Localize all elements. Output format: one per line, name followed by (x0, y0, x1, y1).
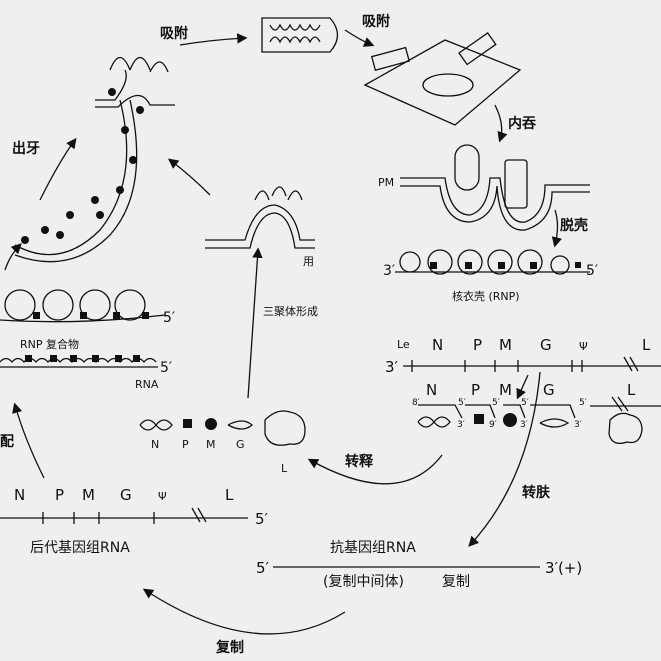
nucleus (422, 73, 474, 97)
arrow-transcription (307, 454, 443, 485)
label-rna: RNA (135, 378, 159, 391)
plasma-membrane (400, 177, 590, 223)
label-translation: 转肤 (522, 484, 551, 501)
mrna-l: L (627, 381, 636, 399)
label-budding: 出牙 (12, 140, 40, 157)
progeny-5-end: 5′ (255, 510, 269, 528)
mrna-end: 3′ (574, 420, 582, 430)
arrow-to-bud (167, 158, 211, 196)
mrna-end: 5′ (521, 398, 529, 408)
label-replication: 复制 (442, 573, 470, 590)
label-transcription: 转释 (345, 453, 374, 470)
trimer-membrane (205, 204, 315, 241)
mrna-g: G (543, 381, 555, 399)
arrow-assembly (12, 402, 45, 479)
arrow-adsorb2 (344, 29, 375, 47)
label-rnp-complex: RNP 复合物 (20, 337, 79, 351)
progeny-gene-psi: Ψ (158, 490, 167, 503)
rnp-complex-5-end: 5′ (163, 310, 175, 326)
label-nucleocapsid: 核衣壳 (RNP) (452, 289, 520, 303)
protein-p: P (182, 438, 189, 451)
mrna-end: 5′ (492, 398, 500, 408)
label-assembly: 配 (0, 434, 14, 450)
arrow-translation (468, 371, 541, 547)
label-adsorb: 吸附 (160, 25, 188, 42)
virion-top (261, 17, 339, 53)
progeny-gene-m: M (82, 486, 95, 504)
rnp-3-end: 3′ (383, 263, 395, 279)
progeny-gene-g: G (120, 486, 132, 504)
arrow-up-left (4, 243, 22, 271)
progeny-gene-p: P (55, 486, 64, 504)
nucleocapsid-rnp (395, 249, 590, 275)
label-progeny-genome: 后代基因组RNA (30, 539, 130, 556)
progeny-gene-n: N (14, 486, 25, 504)
gene-p: P (473, 336, 482, 354)
protein-m: M (206, 438, 216, 451)
gene-le: Le (397, 338, 410, 351)
gene-l: L (642, 336, 651, 354)
label-assembly-partial: 用 (303, 255, 314, 268)
label-adsorb-2: 吸附 (362, 13, 390, 30)
mrna-end: 5′ (458, 398, 466, 408)
label-replication-bottom: 复制 (215, 639, 244, 656)
protein-l: L (281, 462, 288, 475)
label-endocytosis: 内吞 (508, 115, 536, 132)
mrna-end: 9′ (489, 420, 497, 430)
label-intermediate: (复制中间体) (323, 573, 404, 590)
mrna-end: 5′ (579, 398, 587, 408)
arrow-uncoat (551, 209, 562, 248)
arrow-trimer (247, 247, 263, 399)
genome-3-end: 3′ (385, 358, 399, 376)
mrna-end: 8′ (412, 398, 420, 408)
mrna-n: N (426, 381, 437, 399)
arrow-budding (39, 137, 77, 201)
protein-n: N (151, 438, 159, 451)
protein-icons (139, 410, 306, 446)
antigenome-5-end: 5′ (256, 559, 270, 577)
arrow-endocytosis (494, 104, 508, 143)
arrow-replication (142, 588, 346, 635)
progeny-gene-l: L (225, 486, 234, 504)
label-uncoat: 脱壳 (560, 217, 588, 234)
mrna-p: P (471, 381, 480, 399)
label-trimer: 三聚体形成 (263, 304, 318, 318)
rna-5-end: 5′ (160, 360, 172, 376)
arrow-m-mrna (516, 374, 529, 400)
progeny-genome-line (0, 507, 248, 524)
rnp-5-end: 5′ (586, 263, 598, 279)
arrow-adsorb (179, 33, 248, 46)
gene-m: M (499, 336, 512, 354)
label-pm: PM (378, 176, 394, 189)
budding-virion (14, 56, 175, 263)
gene-psi: Ψ (579, 340, 588, 353)
rnp-complex-left (0, 289, 166, 368)
mrna-strands (417, 396, 661, 445)
host-cell (363, 39, 522, 126)
genome-line (403, 356, 661, 372)
antigenome-3-end: 3′(+) (545, 559, 582, 577)
gene-n: N (432, 336, 443, 354)
label-antigenome: 抗基因组RNA (330, 539, 416, 556)
gene-g: G (540, 336, 552, 354)
protein-g: G (236, 438, 245, 451)
mrna-end: 3′ (520, 420, 528, 430)
mrna-end: 3′ (457, 420, 465, 430)
mrna-m: M (499, 381, 512, 399)
